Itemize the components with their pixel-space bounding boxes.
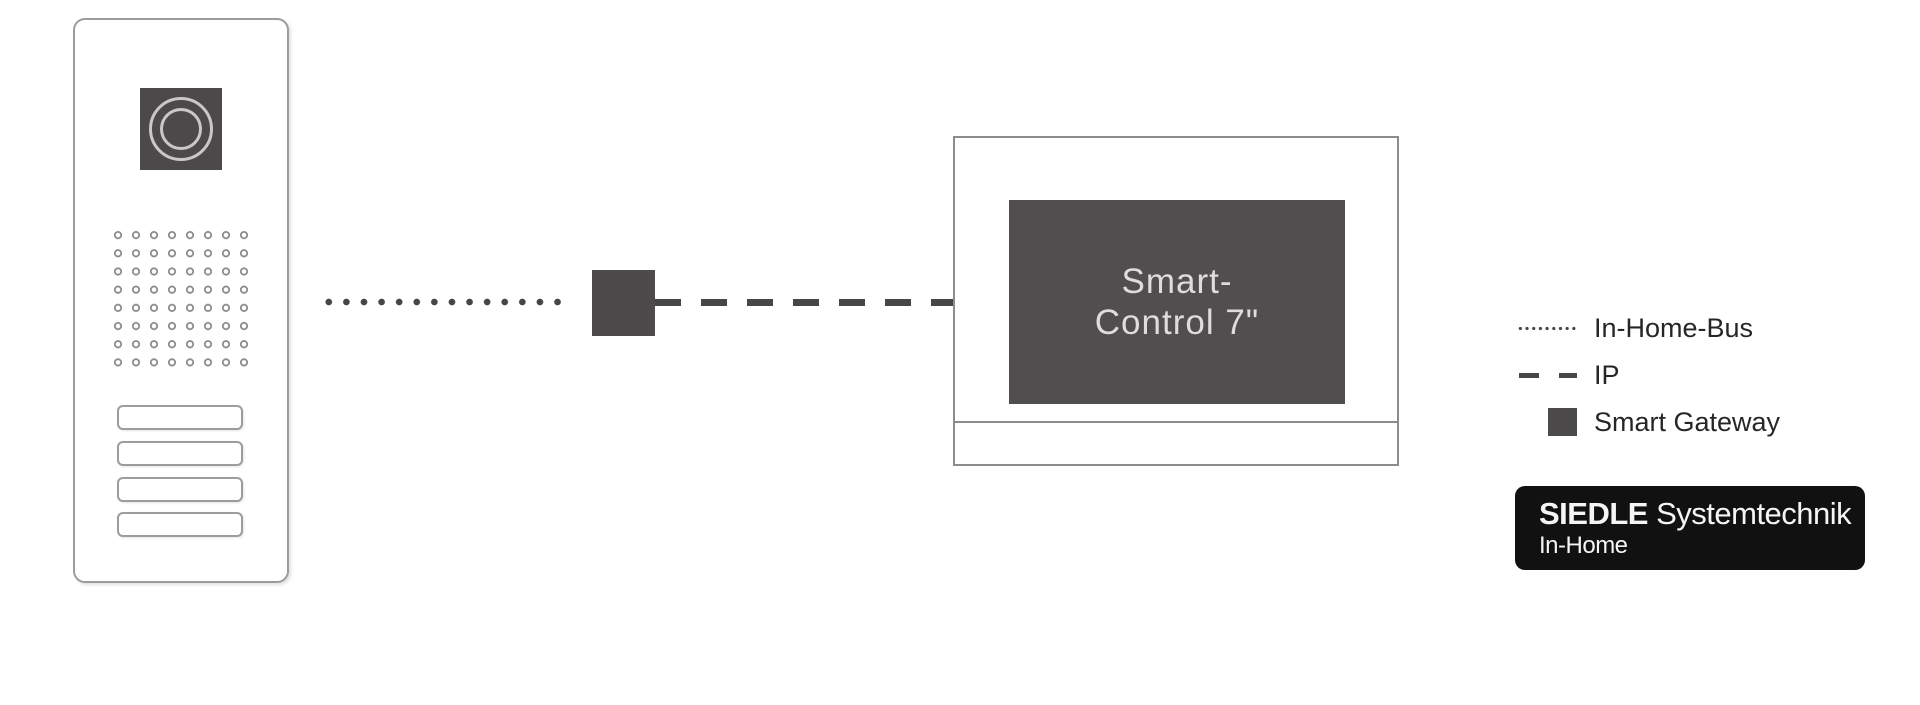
legend-label-ip: IP (1594, 359, 1620, 390)
logo-brand: SIEDLE (1539, 496, 1648, 531)
legend-row-ip: IP (1517, 358, 1780, 392)
camera-lens-inner-ring-icon (160, 108, 202, 150)
legend-label-smart-gateway: Smart Gateway (1594, 406, 1781, 437)
siedle-logo: SIEDLE Systemtechnik In-Home (1515, 486, 1865, 570)
smart-control-screen: Smart- Control 7" (1009, 200, 1345, 404)
door-station (73, 18, 289, 583)
logo-subline: In-Home (1539, 532, 1628, 559)
smart-control-panel: Smart- Control 7" (953, 136, 1399, 466)
smart-control-label-line1: Smart- (1121, 262, 1233, 301)
call-button-3 (117, 477, 243, 502)
camera-lens-outer-ring-icon (149, 97, 213, 161)
legend-label-in-home-bus: In-Home-Bus (1594, 312, 1754, 343)
call-button-2 (117, 441, 243, 466)
call-button-4 (117, 512, 243, 537)
legend-row-in-home-bus: In-Home-Bus (1517, 311, 1780, 345)
legend-row-smart-gateway: Smart Gateway (1517, 405, 1780, 439)
gateway-square-symbol-icon (1548, 408, 1577, 436)
ip-line (655, 299, 953, 306)
legend: In-Home-Bus IP Smart Gateway (1517, 311, 1780, 452)
call-button-1 (117, 405, 243, 430)
dotted-line-symbol-icon (1517, 325, 1577, 331)
dashed-line-symbol-icon (1519, 372, 1577, 378)
speaker-grille (109, 226, 253, 372)
logo-product: Systemtechnik (1656, 496, 1852, 531)
smart-gateway-box (592, 270, 655, 336)
camera-module (140, 88, 222, 170)
panel-speaker-divider (955, 421, 1397, 423)
in-home-bus-line (320, 298, 568, 306)
smart-control-label-line2: Control 7" (1094, 303, 1260, 342)
